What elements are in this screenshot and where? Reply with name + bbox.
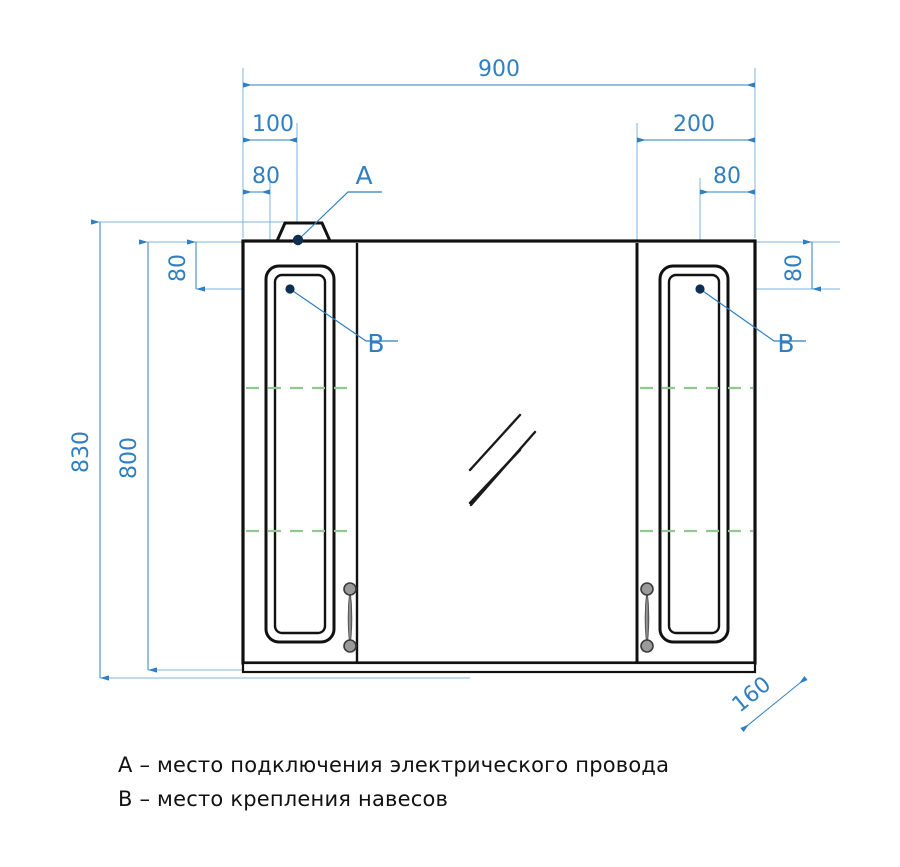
legend-line-a: А – место подключения электрического про…: [118, 753, 670, 777]
legend-block: А – место подключения электрического про…: [118, 748, 878, 816]
dim-text-80-right: 80: [713, 164, 741, 189]
cabinet-base-strip: [241, 661, 757, 674]
dim-text-80-left: 80: [252, 164, 280, 189]
shelf-indicator-lines: [246, 386, 753, 533]
right-door-handle[interactable]: [640, 582, 654, 653]
point-b-right: [695, 284, 705, 294]
vertical-dimension-lines: [91, 219, 821, 681]
left-door-frame-inner: [273, 273, 327, 635]
cabinet-body: [241, 239, 757, 665]
label-a: А: [355, 161, 372, 190]
cabinet-outline: [241, 221, 757, 674]
cable-entry-trapezoid: [275, 221, 332, 242]
label-b-left: В: [367, 329, 384, 358]
leader-b-left: [289, 288, 398, 342]
left-door-handle[interactable]: [343, 582, 357, 653]
point-b-left: [285, 284, 295, 294]
dim-text-80-vert-left: 80: [166, 254, 191, 282]
dim-text-80-vert-right: 80: [782, 254, 807, 282]
callout-point-markers: [285, 234, 705, 294]
mirror-glare-lines: [468, 413, 537, 507]
callout-leaders: [289, 191, 806, 342]
point-a: [292, 234, 304, 246]
dim-text-160: 160: [728, 672, 776, 718]
dim-text-100: 100: [252, 112, 294, 137]
dim-text-900: 900: [478, 57, 520, 82]
dimension-texts: 900 100 80 200 80 830 800 80 80 160: [69, 57, 807, 718]
legend-line-b: В – место крепления навесов: [118, 787, 449, 811]
leader-b-right: [699, 288, 806, 342]
dim-text-200: 200: [673, 112, 715, 137]
dim-text-800: 800: [117, 437, 142, 479]
right-door-frame-outer: [658, 264, 730, 644]
callout-labels: А В В: [355, 161, 794, 358]
right-door-panel[interactable]: [658, 264, 730, 644]
label-b-right: В: [777, 329, 794, 358]
depth-dimension-160: [740, 675, 808, 733]
right-door-frame-inner: [667, 273, 721, 635]
left-door-frame-outer: [264, 264, 336, 644]
dim-text-830: 830: [69, 431, 94, 473]
horizontal-dimension-lines: [243, 82, 755, 195]
leader-a: [297, 191, 382, 241]
left-door-panel[interactable]: [264, 264, 336, 644]
